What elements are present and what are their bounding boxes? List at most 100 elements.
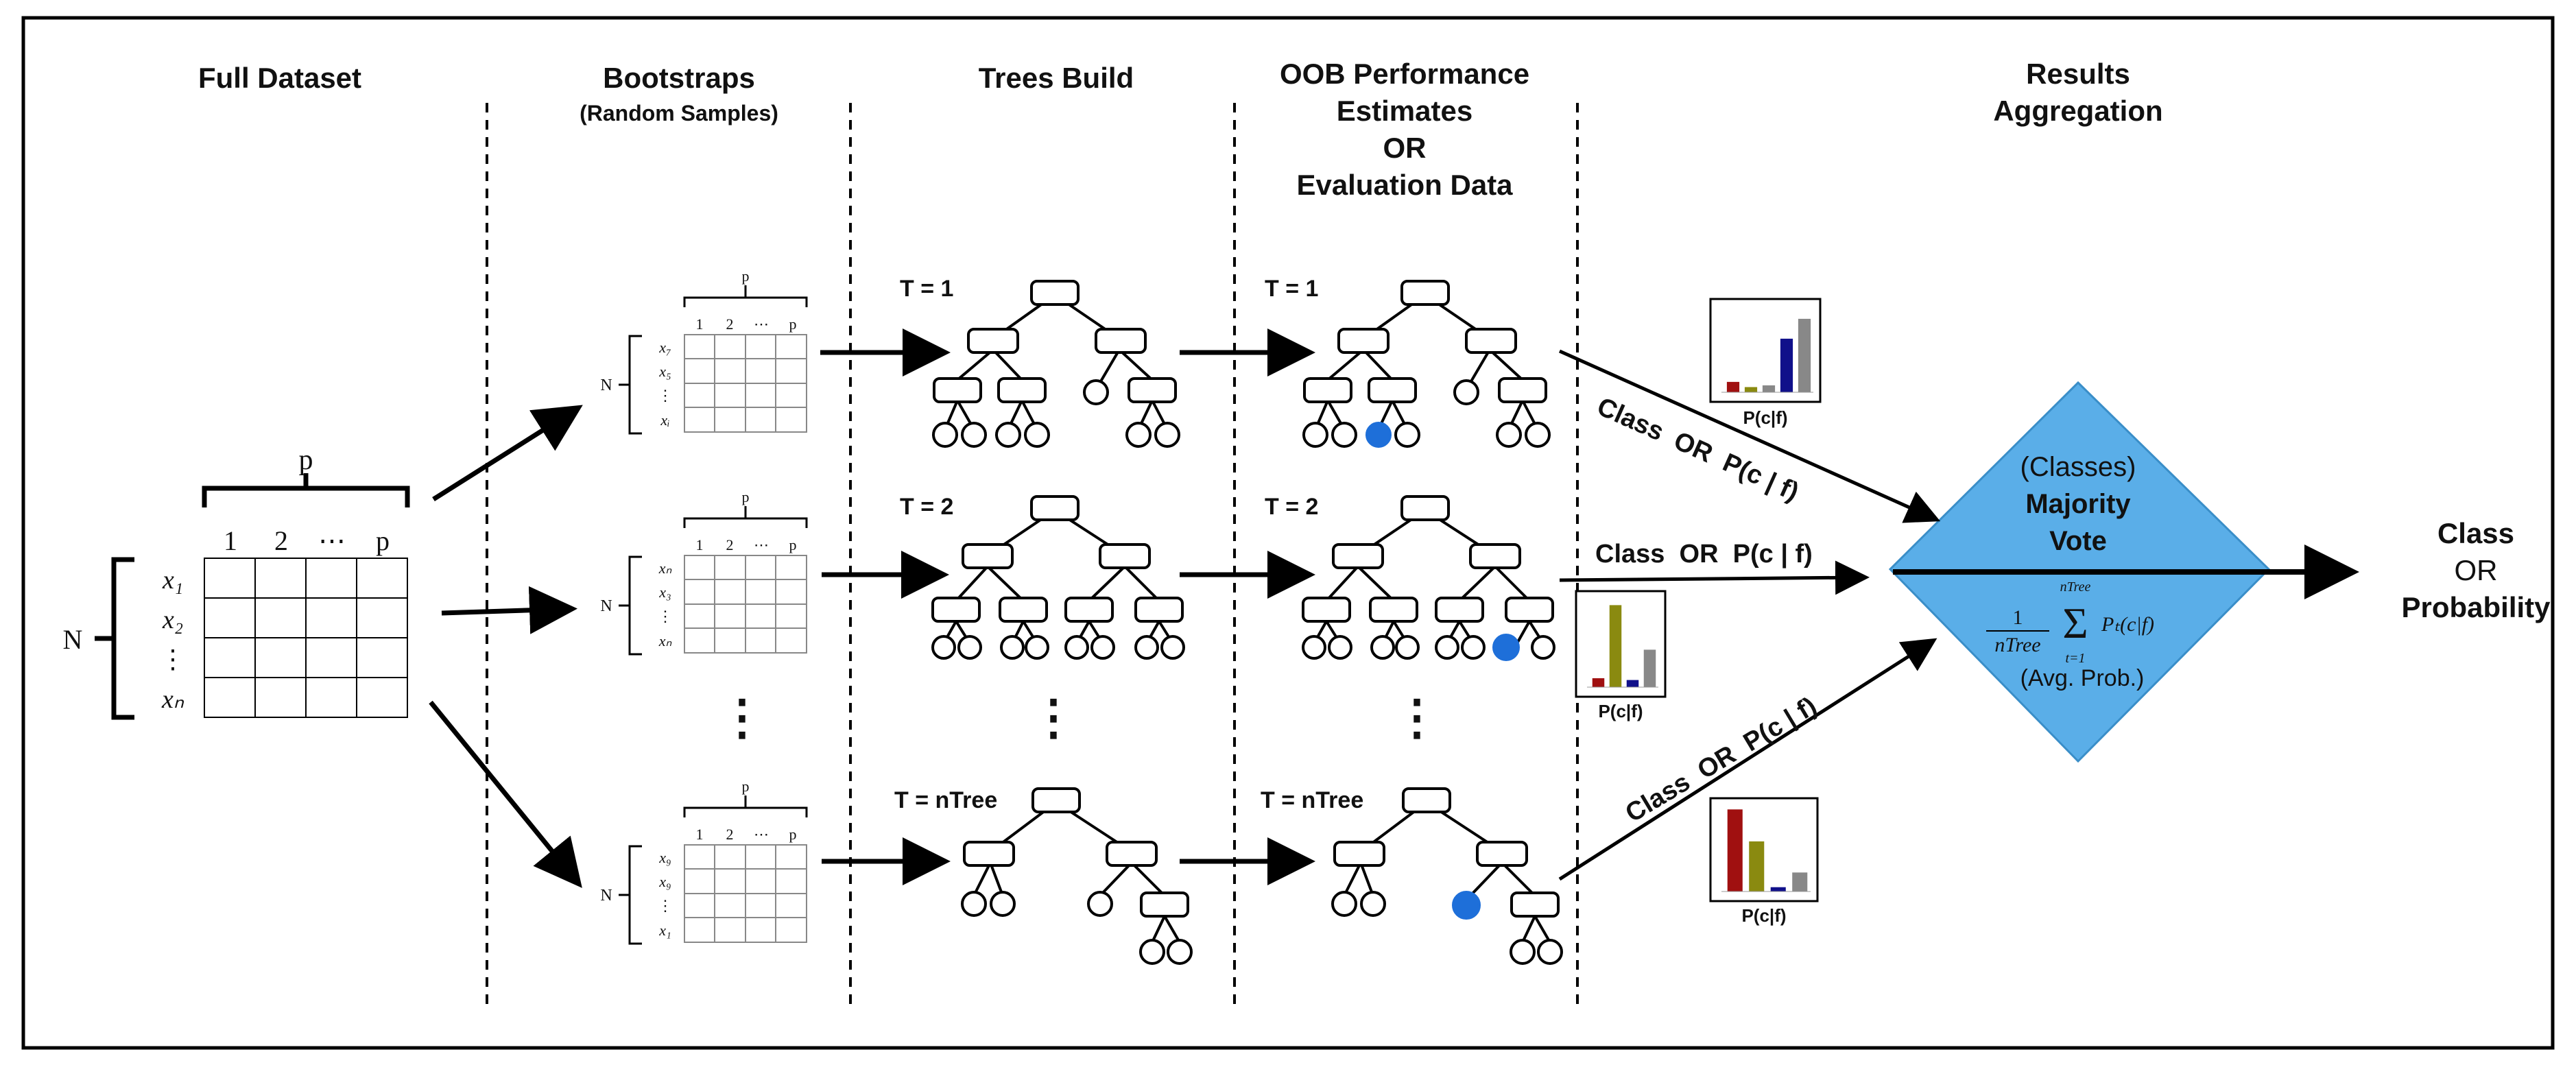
bs1-row-1: x₇ bbox=[658, 339, 671, 356]
mini-chart-2: P(c|f) bbox=[1575, 590, 1667, 721]
final-or: OR bbox=[2455, 554, 2498, 586]
row-label-4: xₙ bbox=[161, 685, 184, 714]
bs3-n-label: N bbox=[600, 887, 612, 905]
ellipsis-oob: ⋮ bbox=[1393, 691, 1441, 744]
formula-term: Pₜ(c|f) bbox=[2101, 613, 2154, 636]
bs1-n-label: N bbox=[600, 376, 612, 394]
mini-chart-bar bbox=[1626, 680, 1639, 687]
header-bootstraps-sub: (Random Samples) bbox=[580, 101, 778, 125]
header-results-2: Aggregation bbox=[1993, 95, 2162, 127]
mini-chart-bar bbox=[1643, 649, 1656, 687]
arrow-oob1-aggregation bbox=[1558, 349, 1941, 523]
mini-chart-caption: P(c|f) bbox=[1743, 407, 1787, 428]
outer-frame bbox=[21, 16, 2555, 1050]
bs1-col-1: 1 bbox=[696, 315, 704, 333]
column-separators bbox=[486, 103, 1579, 1008]
header-results-1: Results bbox=[2026, 58, 2130, 90]
col-header-1: 1 bbox=[224, 525, 237, 556]
header-oob-2: Estimates bbox=[1337, 95, 1472, 127]
col-header-2: 2 bbox=[274, 525, 288, 556]
mini-chart-bar bbox=[1727, 809, 1743, 892]
mini-chart-bar bbox=[1770, 887, 1786, 892]
bs2-p-label: p bbox=[742, 488, 750, 505]
bs2-col-2: 2 bbox=[726, 536, 734, 553]
header-full-dataset: Full Dataset bbox=[198, 62, 361, 94]
mini-chart-bar bbox=[1780, 338, 1793, 392]
output-arrows bbox=[1558, 349, 1941, 881]
bs1-col-2: 2 bbox=[726, 315, 734, 333]
agg-majority: Majority bbox=[2025, 489, 2131, 519]
formula-sigma: Σ bbox=[2062, 599, 2088, 647]
bs1-row-2: x₅ bbox=[658, 363, 671, 380]
agg-avg-prob: (Avg. Prob.) bbox=[2020, 665, 2145, 691]
tree-oob-3 bbox=[1331, 787, 1563, 965]
bs1-col-3: ⋯ bbox=[754, 315, 769, 333]
mini-chart-bar bbox=[1798, 318, 1811, 392]
bs3-col-1: 1 bbox=[696, 826, 704, 843]
bs3-row-3: ⋮ bbox=[658, 897, 673, 914]
oob-tree-label-1: T = 1 bbox=[1265, 276, 1318, 302]
bs2-col-4: p bbox=[789, 536, 797, 553]
arrow-to-bootstrap-1 bbox=[432, 405, 583, 501]
ellipsis-bootstraps: ⋮ bbox=[718, 691, 766, 744]
tree-label-2: T = 2 bbox=[900, 494, 953, 520]
bs2-row-4: xₙ bbox=[658, 632, 672, 649]
mini-chart-bars bbox=[1587, 605, 1658, 688]
mini-chart-1: P(c|f) bbox=[1709, 298, 1822, 428]
pipeline-arrows bbox=[820, 328, 1315, 885]
final-probability: Probability bbox=[2401, 591, 2551, 623]
tree-build-1 bbox=[932, 280, 1180, 448]
bs1-row-4: xᵢ bbox=[660, 411, 669, 429]
arrow-oob2-aggregation bbox=[1559, 560, 1870, 595]
dataset-arrows bbox=[429, 405, 583, 888]
tree-label-3: T = nTree bbox=[894, 787, 997, 813]
arrow-oob3-aggregation bbox=[1558, 638, 1937, 881]
formula-sum-bottom: t=1 bbox=[2065, 651, 2085, 666]
bs2-n-label: N bbox=[600, 597, 612, 615]
col-header-4: p bbox=[376, 525, 390, 556]
row-label-1: x₁ bbox=[162, 566, 183, 595]
mini-chart-bar bbox=[1762, 385, 1776, 392]
output-label-mid: Class OR P(c | f) bbox=[1595, 540, 1813, 569]
bs3-row-4: x₁ bbox=[658, 922, 671, 939]
bs2-col-3: ⋯ bbox=[754, 536, 769, 553]
bootstrap-matrix-2: p 1 2 ⋯ p xₙ x₃ ⋮ xₙ N bbox=[600, 488, 808, 656]
bs3-row-2: x₉ bbox=[658, 873, 671, 890]
mini-chart-bar bbox=[1726, 381, 1740, 392]
header-oob-1: OOB Performance bbox=[1280, 58, 1529, 90]
mini-chart-caption: P(c|f) bbox=[1741, 905, 1786, 926]
bootstrap-matrix-1: p 1 2 ⋯ p x₇ x₅ ⋮ xᵢ N bbox=[600, 267, 808, 435]
tree-build-2 bbox=[931, 495, 1185, 660]
oob-tree-label-2: T = 2 bbox=[1265, 494, 1318, 520]
arrow-to-bootstrap-3 bbox=[429, 700, 582, 888]
tree-build-3 bbox=[961, 787, 1193, 965]
bs1-row-3: ⋮ bbox=[658, 387, 673, 404]
ellipsis-trees: ⋮ bbox=[1029, 691, 1077, 744]
mini-chart-bar bbox=[1744, 387, 1758, 392]
full-dataset-matrix: p 1 2 ⋯ p x₁ x₂ ⋮ xₙ N bbox=[63, 444, 410, 720]
bootstrap-matrix-3: p 1 2 ⋯ p x₉ x₉ ⋮ x₁ N bbox=[600, 778, 808, 945]
bs3-p-label: p bbox=[742, 778, 750, 795]
header-trees-build: Trees Build bbox=[979, 62, 1134, 94]
bs3-col-3: ⋯ bbox=[754, 826, 769, 843]
bs2-row-1: xₙ bbox=[658, 560, 672, 577]
bs3-col-4: p bbox=[789, 826, 797, 843]
header-oob-3: OR bbox=[1383, 132, 1427, 164]
bootstrap-p-label: p bbox=[742, 267, 750, 285]
formula-sum-top: nTree bbox=[2060, 579, 2091, 595]
row-label-3: ⋮ bbox=[160, 645, 186, 674]
tree-oob-1 bbox=[1302, 280, 1551, 448]
mini-chart-3: P(c|f) bbox=[1709, 797, 1819, 926]
mini-chart-bar bbox=[1792, 872, 1808, 892]
formula-denominator: nTree bbox=[1994, 634, 2040, 656]
mini-chart-bars bbox=[1721, 809, 1811, 892]
arrow-to-bootstrap-2 bbox=[441, 586, 577, 634]
bs2-row-3: ⋮ bbox=[658, 608, 673, 625]
col-header-3: ⋯ bbox=[318, 525, 346, 556]
bs2-row-2: x₃ bbox=[658, 584, 671, 601]
bs3-row-1: x₉ bbox=[658, 849, 671, 866]
n-label: N bbox=[63, 624, 83, 655]
tree-oob-2 bbox=[1302, 495, 1555, 661]
mini-chart-bar bbox=[1749, 841, 1765, 892]
